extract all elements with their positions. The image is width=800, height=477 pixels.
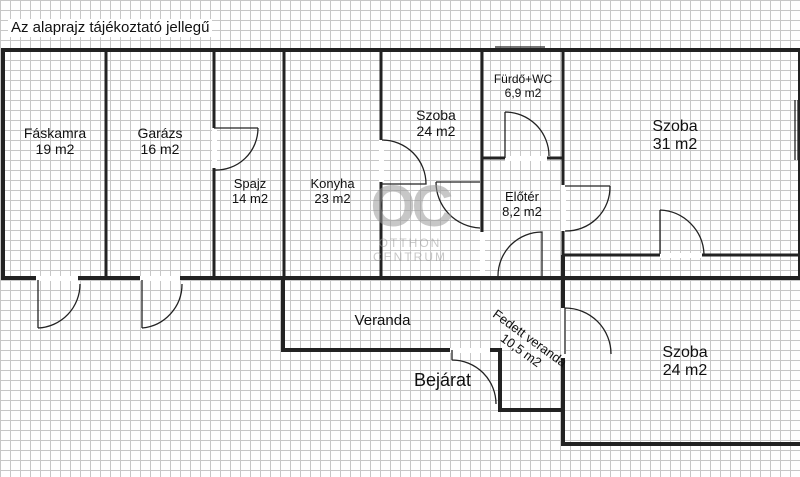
outer-wall-veranda — [281, 278, 563, 412]
watermark: OC OTTHON CENTRUM — [355, 174, 465, 265]
room-veranda: Veranda — [354, 312, 411, 329]
door-szoba24-right — [564, 307, 612, 355]
room-konyha: Konyha 23 m2 — [310, 176, 355, 206]
room-szoba-24b: Szoba 24 m2 — [662, 344, 708, 380]
door-szoba31-bottom — [659, 209, 705, 255]
door-szoba31-left — [564, 185, 611, 232]
room-faskamra: Fáskamra 19 m2 — [23, 125, 87, 158]
plan-caption: Az alaprajz tájékoztató jellegű — [8, 19, 213, 37]
room-eloter: Előtér 8,2 m2 — [502, 189, 542, 219]
door-spajz — [213, 127, 259, 171]
watermark-logo: OC — [370, 174, 454, 239]
door-garazs — [141, 280, 183, 329]
room-garazs: Garázs 16 m2 — [137, 125, 183, 158]
door-eloter — [497, 231, 543, 277]
room-spajz: Spajz 14 m2 — [231, 176, 269, 206]
door-faskamra — [37, 280, 81, 329]
room-szoba-31: Szoba 31 m2 — [652, 118, 698, 154]
watermark-line1: OTTHON — [378, 236, 442, 250]
door-entrance — [451, 350, 497, 405]
room-furdo-wc: Fürdő+WC 6,9 m2 — [493, 72, 553, 100]
room-szoba-24a: Szoba 24 m2 — [416, 107, 456, 140]
door-furdo — [504, 111, 550, 158]
watermark-line2: CENTRUM — [373, 250, 447, 264]
entrance-label: Bejárat — [414, 370, 472, 390]
door-szoba24-bottom — [435, 181, 481, 229]
door-szoba24-top — [381, 139, 427, 185]
